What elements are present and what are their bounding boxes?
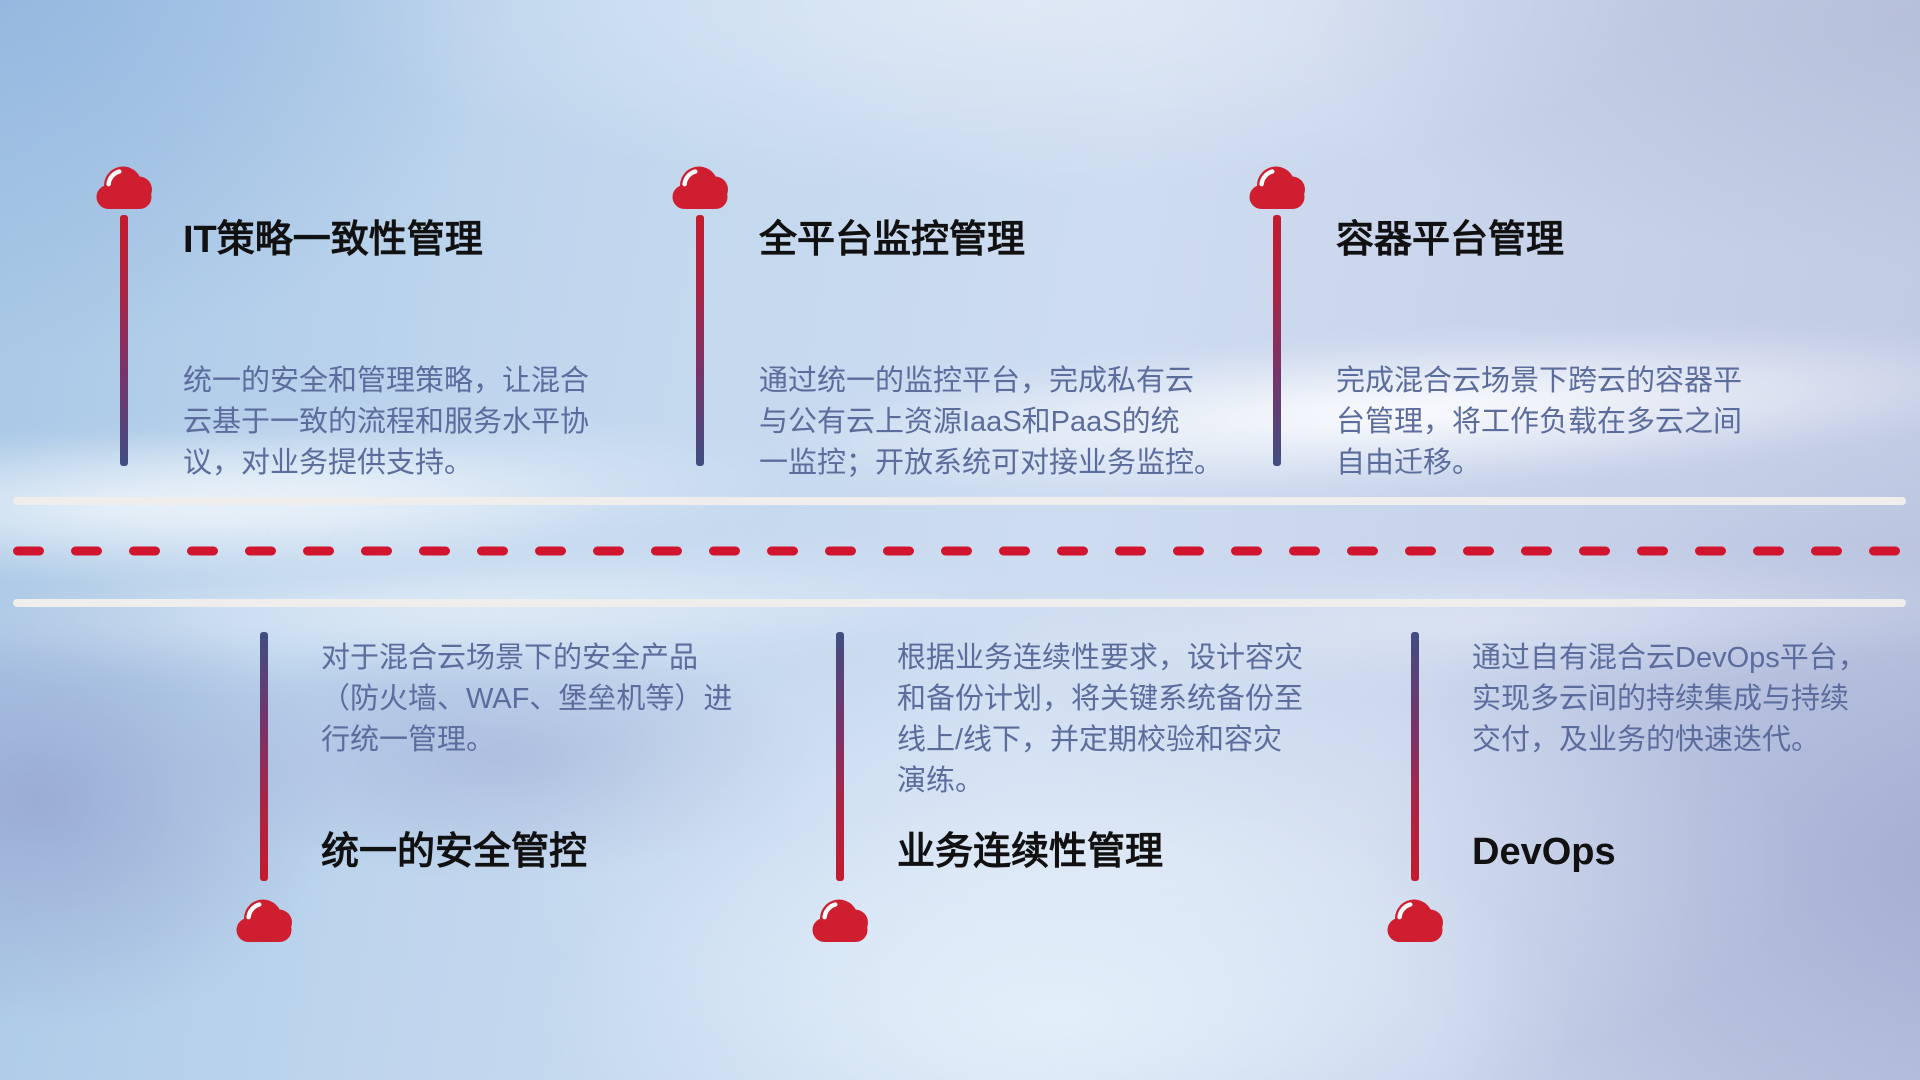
item-description: 对于混合云场景下的安全产品 （防火墙、WAF、堡垒机等）进 行统一管理。 — [321, 642, 733, 756]
item-title: 全平台监控管理 — [759, 219, 1026, 261]
item-title: 统一的安全管控 — [321, 831, 588, 873]
item-title: IT策略一致性管理 — [183, 219, 483, 261]
item-description: 完成混合云场景下跨云的容器平 台管理，将工作负载在多云之间 自由迁移。 — [1336, 365, 1743, 479]
timeline-stem — [696, 215, 704, 466]
cloud-highlight — [682, 169, 698, 187]
item-description: 统一的安全和管理策略，让混合 云基于一致的流程和服务水平协 议，对业务提供支持。 — [183, 365, 590, 479]
cloud-highlight — [1259, 169, 1275, 187]
cloud-icon — [672, 166, 728, 209]
cloud-highlight — [1397, 902, 1413, 920]
cloud-highlight — [822, 902, 838, 920]
timeline-stem — [260, 632, 268, 881]
cloud-icon — [812, 899, 868, 942]
cloud-icon — [236, 899, 292, 942]
item-title: DevOps — [1472, 831, 1616, 873]
separator-line-top — [13, 497, 1906, 505]
timeline-stem — [836, 632, 844, 881]
separator-line-bottom — [13, 599, 1906, 607]
cloud-icon — [96, 166, 152, 209]
timeline-item-3: 容器平台管理 完成混合云场景下跨云的容器平 台管理，将工作负载在多云之间 自由迁… — [0, 0, 1742, 479]
cloud-highlight — [246, 902, 262, 920]
timeline-item-4: 统一的安全管控 对于混合云场景下的安全产品 （防火墙、WAF、堡垒机等）进 行统… — [0, 0, 732, 942]
item-title: 业务连续性管理 — [897, 831, 1164, 873]
item-title: 容器平台管理 — [1336, 219, 1565, 261]
item-description: 通过统一的监控平台，完成私有云 与公有云上资源IaaS和PaaS的统 一监控；开… — [759, 365, 1224, 479]
cloud-icon — [1249, 166, 1305, 209]
timeline-item-1: IT策略一致性管理 统一的安全和管理策略，让混合 云基于一致的流程和服务水平协 … — [0, 0, 589, 479]
timeline-stem — [1273, 215, 1281, 466]
cloud-highlight — [106, 169, 122, 187]
timeline-item-5: 业务连续性管理 根据业务连续性要求，设计容灾 和备份计划，将关键系统备份至 线上… — [0, 0, 1303, 942]
item-description: 通过自有混合云DevOps平台， 实现多云间的持续集成与持续 交付，及业务的快速… — [1472, 642, 1867, 756]
timeline-stem — [120, 215, 128, 466]
timeline-item-6: DevOps 通过自有混合云DevOps平台， 实现多云间的持续集成与持续 交付… — [0, 0, 1867, 942]
timeline-item-2: 全平台监控管理 通过统一的监控平台，完成私有云 与公有云上资源IaaS和PaaS… — [0, 0, 1223, 479]
timeline-stem — [1411, 632, 1419, 881]
cloud-icon — [1387, 899, 1443, 942]
item-description: 根据业务连续性要求，设计容灾 和备份计划，将关键系统备份至 线上/线下，并定期校… — [897, 642, 1304, 797]
